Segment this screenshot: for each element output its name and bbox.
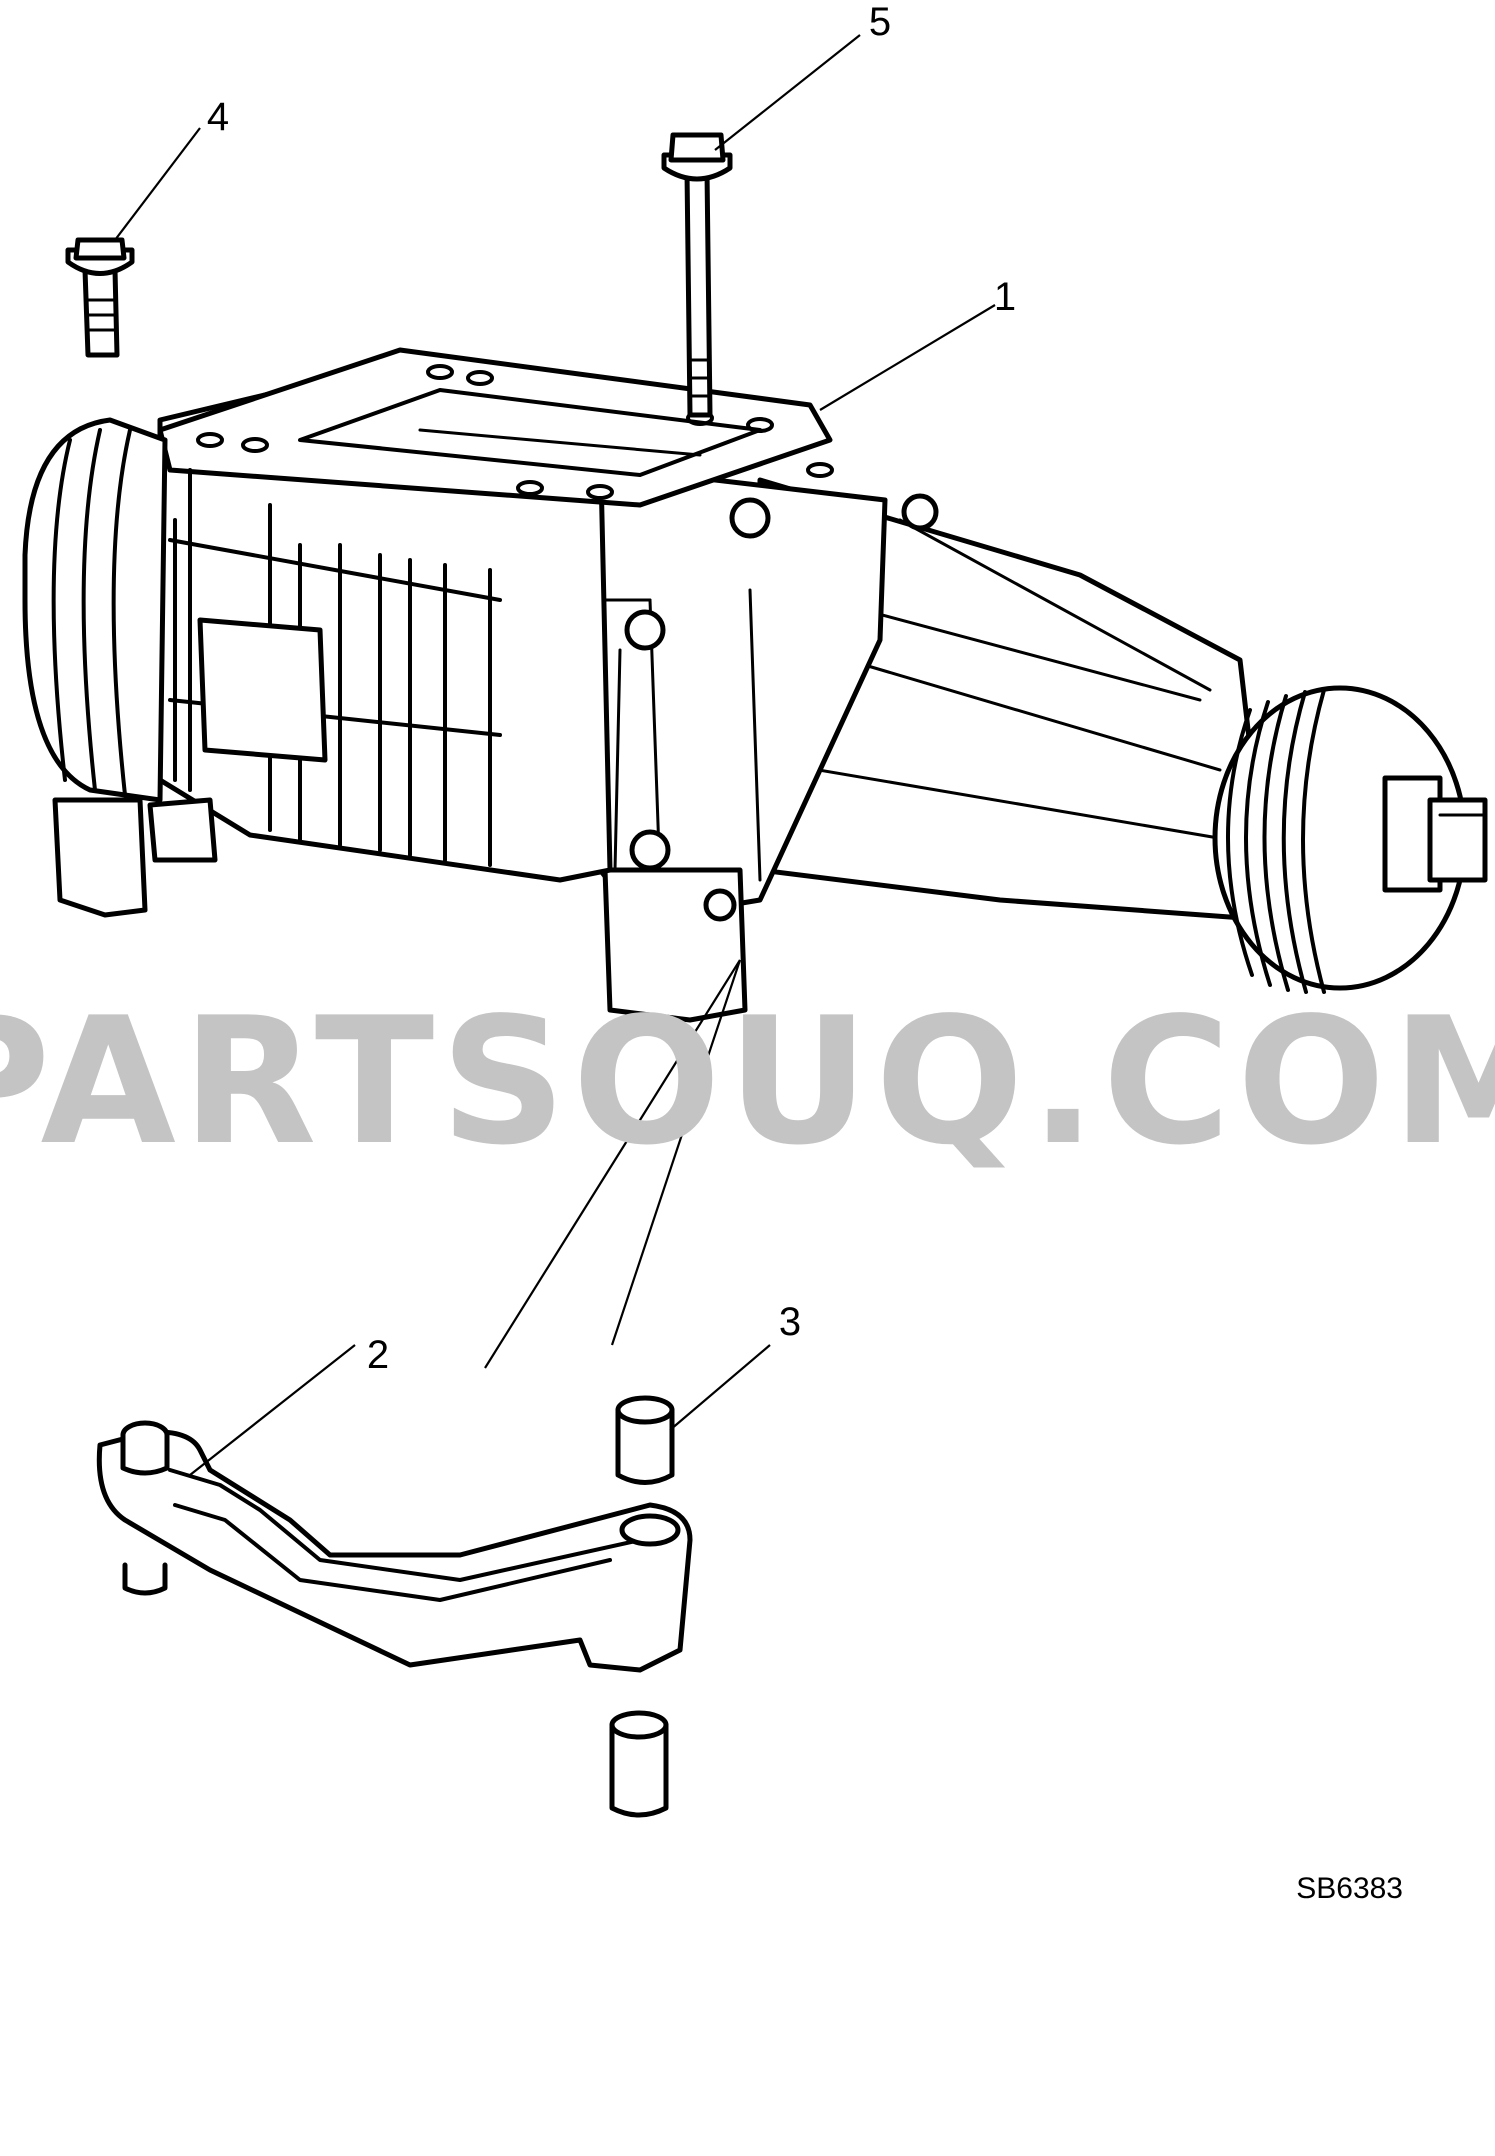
part-4-bolt [65, 237, 135, 358]
part-5-bolt [661, 132, 733, 418]
pulley [1212, 685, 1488, 994]
reference-code: SB6383 [1296, 1872, 1403, 1905]
callout-1: 1 [994, 275, 1016, 319]
callout-3: 3 [779, 1300, 801, 1344]
part-2-bracket [96, 1420, 693, 1673]
part-1-supercharger [22, 347, 1488, 1023]
watermark: PARTSOUQ.COM [0, 981, 1495, 1184]
leader-lines [114, 34, 996, 1476]
callout-4: 4 [207, 95, 229, 139]
callout-5: 5 [869, 0, 891, 44]
callout-2: 2 [367, 1333, 389, 1377]
part-3-spacer-lower [609, 1710, 669, 1818]
part-3-spacer-upper [615, 1395, 675, 1485]
